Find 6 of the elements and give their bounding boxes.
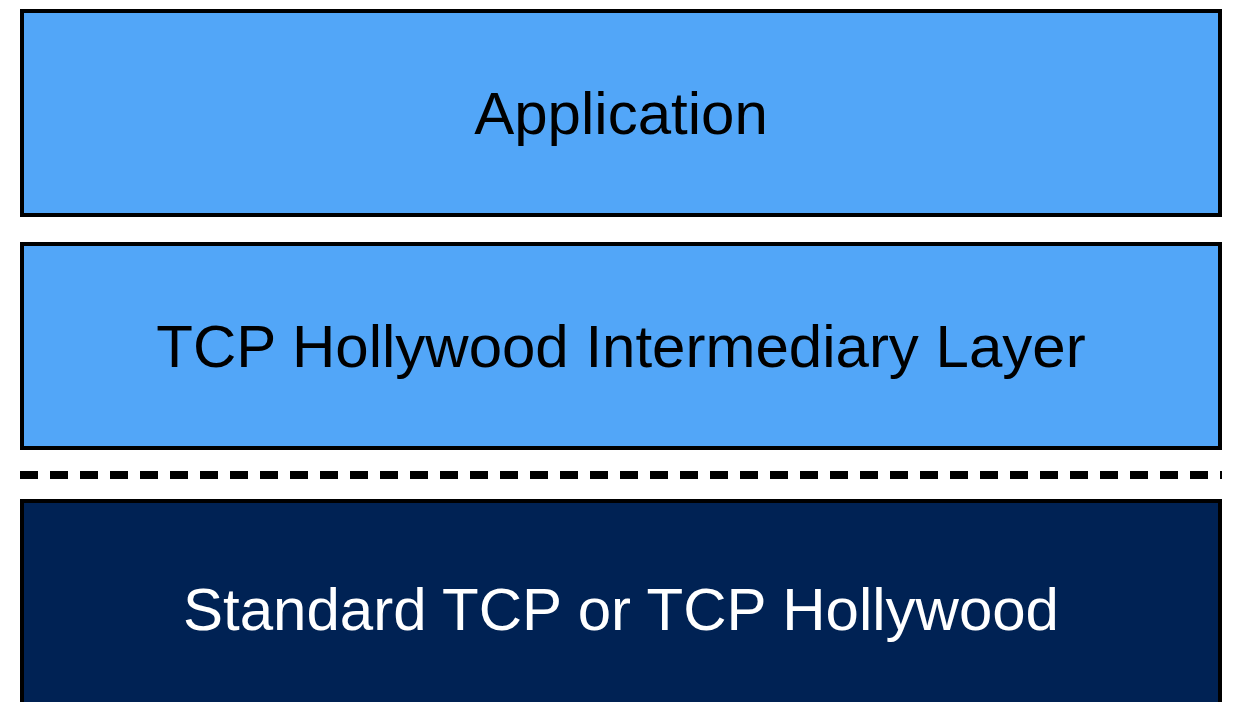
layer-label: Application	[474, 78, 768, 148]
layer-label: Standard TCP or TCP Hollywood	[183, 574, 1059, 644]
layer-label: TCP Hollywood Intermediary Layer	[156, 311, 1086, 381]
layer-box	[20, 242, 1222, 450]
layer-box	[20, 9, 1222, 217]
layer-box	[20, 499, 1222, 702]
